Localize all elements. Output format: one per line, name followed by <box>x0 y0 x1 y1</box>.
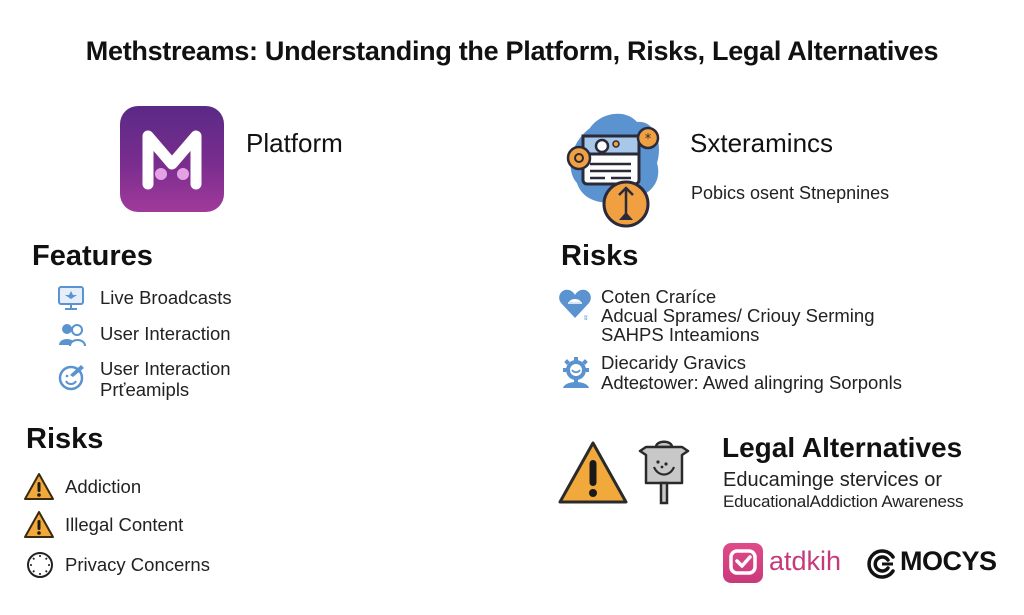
features-heading: Features <box>32 240 153 272</box>
legal-alternatives-line2: EducationalAddiction Awareness <box>723 492 964 511</box>
streaming-subtitle: Pobics osent Stnepnines <box>691 183 890 203</box>
risk-label: Coten Craríce <box>601 286 717 307</box>
risks-heading-left: Risks <box>26 423 104 455</box>
atdkih-logo-icon <box>723 543 763 583</box>
mocys-logo-icon <box>867 549 895 579</box>
risks-heading-right: Risks <box>561 240 639 272</box>
monitor-icon <box>58 286 84 310</box>
risk-label: Diecaridy Gravics <box>601 352 746 373</box>
svg-text:*: * <box>645 132 652 147</box>
risk-label: SAHPS Inteamions <box>601 324 760 345</box>
risk-label: Adteɕtower: Awed alingring Sorponls <box>601 372 902 393</box>
streaming-title: Sxteramincs <box>690 128 834 158</box>
platform-label: Platform <box>246 128 343 158</box>
warning-icon <box>24 473 54 500</box>
m-logo-icon <box>120 106 224 212</box>
warning-icon <box>558 441 628 504</box>
users-icon <box>59 324 86 347</box>
risk-label: Illegal Content <box>65 514 184 535</box>
legal-alternatives-heading: Legal Alternatives <box>722 432 963 463</box>
feature-label: User Interaction <box>100 323 231 344</box>
gear-smiley-icon <box>563 357 589 388</box>
brand-name-atdkih: atdkih <box>769 546 842 576</box>
legal-alternatives-line1: Educaminge stervices or <box>723 469 942 491</box>
warning-icon <box>24 511 54 538</box>
heart-icon: ʬ <box>559 289 591 322</box>
feature-label: User Interaction <box>100 358 231 379</box>
feature-label: Live Broadcasts <box>100 287 232 308</box>
svg-text:ʬ: ʬ <box>584 314 588 322</box>
risk-label: Adcual Sprames/ Criouy Serming <box>601 305 875 326</box>
page-title: Methstreams: Understanding the Platform,… <box>85 36 939 66</box>
signpost-icon <box>638 440 690 505</box>
risk-label: Addiction <box>65 476 142 497</box>
clock-icon <box>27 552 53 578</box>
risk-label: Privacy Concerns <box>65 554 210 575</box>
brand-name-mocys: MOCYS <box>900 546 997 576</box>
feature-label-line2: Prťeamipls <box>100 379 190 400</box>
streaming-illustration-icon: * <box>565 108 665 230</box>
smiley-edit-icon <box>58 365 84 391</box>
